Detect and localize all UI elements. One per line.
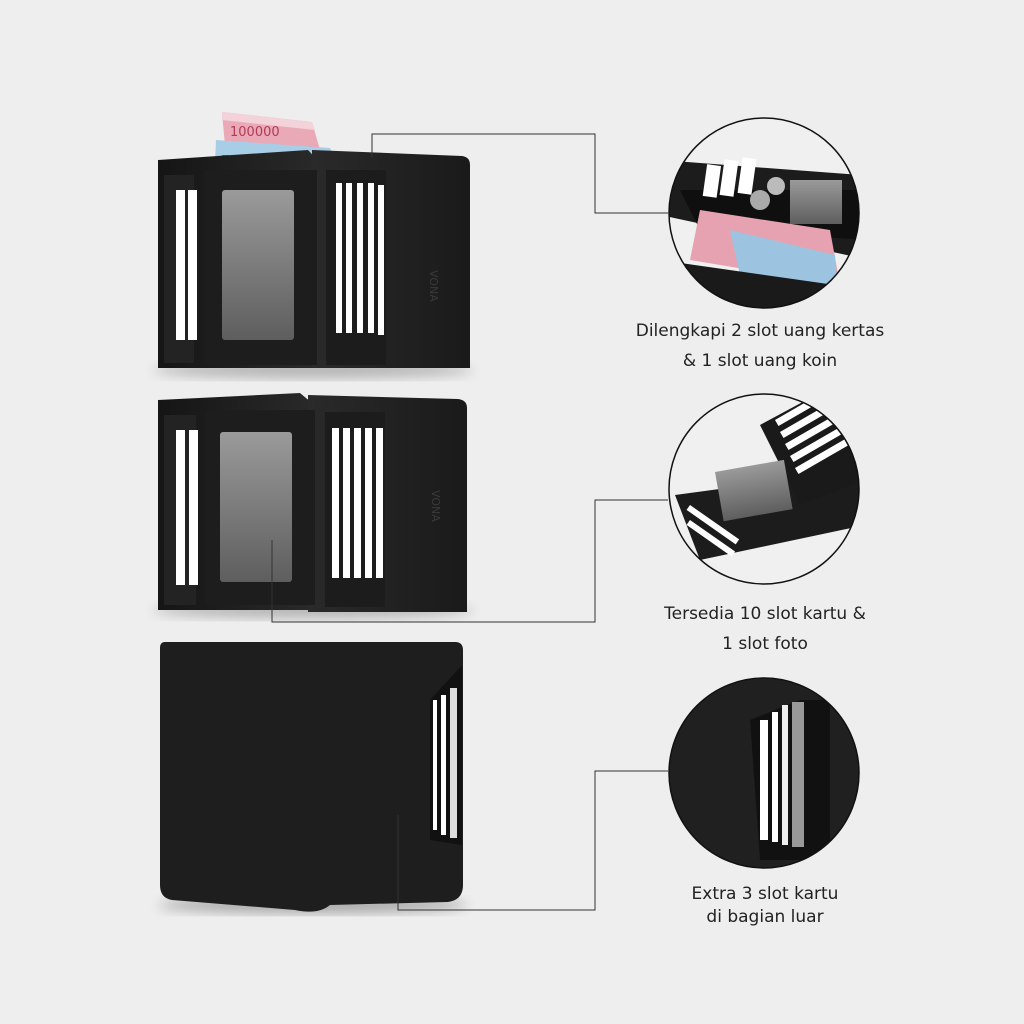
detail-circle-outer-slots xyxy=(668,677,860,869)
feature-caption-money: Dilengkapi 2 slot uang kertas & 1 slot u… xyxy=(620,316,900,376)
detail-circle-money xyxy=(668,117,860,309)
caption-line: & 1 slot uang koin xyxy=(682,351,838,371)
caption-line: Dilengkapi 2 slot uang kertas xyxy=(635,321,885,341)
wallet-open-with-cash: 100000 50000 VONA xyxy=(153,112,473,378)
caption-line: di bagian luar xyxy=(706,907,824,927)
caption-line: Tersedia 10 slot kartu & xyxy=(664,604,866,624)
wallet-closed-back xyxy=(158,642,468,913)
id-window xyxy=(222,190,294,340)
caption-line: 1 slot foto xyxy=(722,634,808,654)
leader-lines xyxy=(271,133,668,911)
banknote-100000-label: 100000 xyxy=(230,125,280,140)
feature-caption-cards: Tersedia 10 slot kartu & 1 slot foto xyxy=(630,599,900,659)
brand-logo: VONA xyxy=(427,270,440,302)
feature-caption-outer-slots: Extra 3 slot kartu di bagian luar xyxy=(650,883,880,929)
brand-logo: VONA xyxy=(429,490,442,522)
card-slot xyxy=(176,190,185,340)
wallet-open: VONA xyxy=(153,393,473,618)
card-slot xyxy=(188,190,197,340)
detail-circle-cards xyxy=(668,393,860,585)
photo-window xyxy=(220,432,292,582)
caption-line: Extra 3 slot kartu xyxy=(691,884,839,904)
